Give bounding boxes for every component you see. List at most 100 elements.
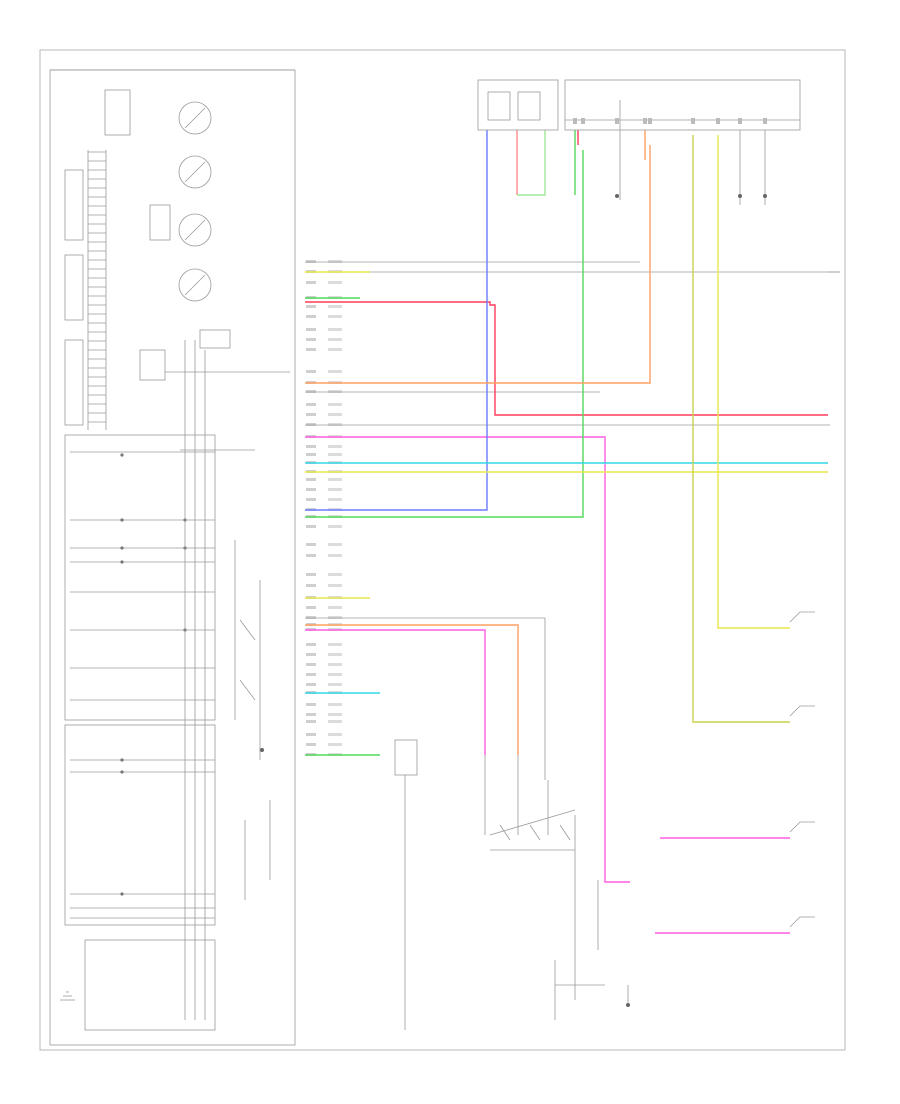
pin-label-block — [306, 315, 316, 318]
unit-pin — [738, 118, 742, 124]
pin-color-block — [328, 554, 342, 557]
pin-label-block — [306, 733, 316, 736]
top-unit-pins — [573, 118, 767, 124]
pin-label-block — [306, 584, 316, 587]
pin-color-block — [328, 543, 342, 546]
lamp-junction-dot — [120, 758, 124, 762]
unit-pin — [581, 118, 585, 124]
pin-label-block — [306, 445, 316, 448]
unit-pin — [648, 118, 652, 124]
connector-pin-labels — [306, 260, 342, 756]
pin-label-block — [306, 606, 316, 609]
pin-label-block — [306, 525, 316, 528]
pin-color-block — [328, 683, 342, 686]
wire-orange-2 — [305, 624, 519, 755]
pin-label-block — [306, 720, 316, 723]
pin-label-block — [306, 498, 316, 501]
pin-color-block — [328, 653, 342, 656]
pin-color-block — [328, 703, 342, 706]
pin-label-block — [306, 673, 316, 676]
sensor-box — [394, 739, 418, 776]
pin-label-block — [306, 370, 316, 373]
pin-color-block — [328, 584, 342, 587]
pin-color-block — [328, 488, 342, 491]
pin-label-block — [306, 573, 316, 576]
pin-label-block — [306, 478, 316, 481]
tachometer-gauge-icon — [178, 155, 212, 189]
pin-color-block — [328, 445, 342, 448]
lamp-junction-dot — [120, 892, 124, 896]
pin-color-block — [328, 733, 342, 736]
unit-pin — [573, 118, 577, 124]
pin-label-block — [306, 281, 316, 284]
warning-lamp-group-2 — [64, 724, 216, 926]
lamp-junction-dot — [120, 560, 124, 564]
pin-label-block — [306, 423, 316, 426]
pin-color-block — [328, 673, 342, 676]
wire-pink-2 — [305, 629, 486, 755]
pin-label-block — [306, 643, 316, 646]
ground-symbol-icon — [60, 991, 75, 1001]
wire-pink-1 — [305, 436, 630, 883]
pin-color-block — [328, 305, 342, 308]
pin-color-block — [328, 663, 342, 666]
instrument-cluster — [49, 69, 296, 1046]
lamp-junction-dot — [120, 518, 124, 522]
wire-yellow-5 — [692, 135, 790, 723]
lamp-junction-dot — [120, 546, 124, 550]
pin-label-block — [306, 260, 316, 263]
pin-label-block — [306, 663, 316, 666]
pin-label-block — [306, 390, 316, 393]
ladder-rungs — [88, 151, 106, 423]
diagram-frame — [39, 49, 846, 1051]
lamp-junction-dot — [120, 453, 124, 457]
warning-lamp-group-1 — [64, 434, 216, 721]
pin-label-block — [306, 328, 316, 331]
pin-color-block — [328, 338, 342, 341]
speedometer-gauge-icon — [178, 101, 212, 135]
pin-color-block — [328, 370, 342, 373]
unit-pin — [615, 118, 619, 124]
pin-label-block — [306, 713, 316, 716]
pin-color-block — [328, 616, 342, 619]
pin-label-block — [306, 305, 316, 308]
wire-yellow-4 — [717, 135, 790, 629]
pin-label-block — [306, 413, 316, 416]
wire-orange-1 — [305, 145, 651, 384]
pin-color-block — [328, 498, 342, 501]
lamp-junction-dot — [120, 770, 124, 774]
wire-blue — [305, 100, 488, 511]
pin-label-block — [306, 453, 316, 456]
pin-color-block — [328, 643, 342, 646]
bottom-switch-assembly — [394, 739, 630, 1030]
pin-color-block — [328, 423, 342, 426]
colored-wires — [305, 100, 828, 934]
lamp-rows — [70, 451, 215, 919]
pin-label-block — [306, 554, 316, 557]
pin-label-block — [306, 348, 316, 351]
pin-color-block — [328, 453, 342, 456]
switch-column — [234, 540, 271, 900]
pin-color-block — [328, 573, 342, 576]
top-control-units — [477, 79, 801, 205]
temperature-gauge-icon — [178, 213, 212, 247]
pin-color-block — [328, 328, 342, 331]
pin-color-block — [328, 413, 342, 416]
pin-color-block — [328, 720, 342, 723]
pin-color-block — [328, 390, 342, 393]
warning-lamp-group-3 — [84, 939, 216, 1031]
wire-green-1 — [305, 150, 584, 518]
grey-bus-lines — [305, 261, 840, 780]
pin-color-block — [328, 315, 342, 318]
pin-label-block — [306, 616, 316, 619]
pin-label-block — [306, 338, 316, 341]
pin-label-block — [306, 683, 316, 686]
pin-color-block — [328, 525, 342, 528]
wire-lightgreen — [517, 130, 546, 196]
unit-pin — [763, 118, 767, 124]
pin-label-block — [306, 653, 316, 656]
pin-label-block — [306, 403, 316, 406]
pin-color-block — [328, 713, 342, 716]
